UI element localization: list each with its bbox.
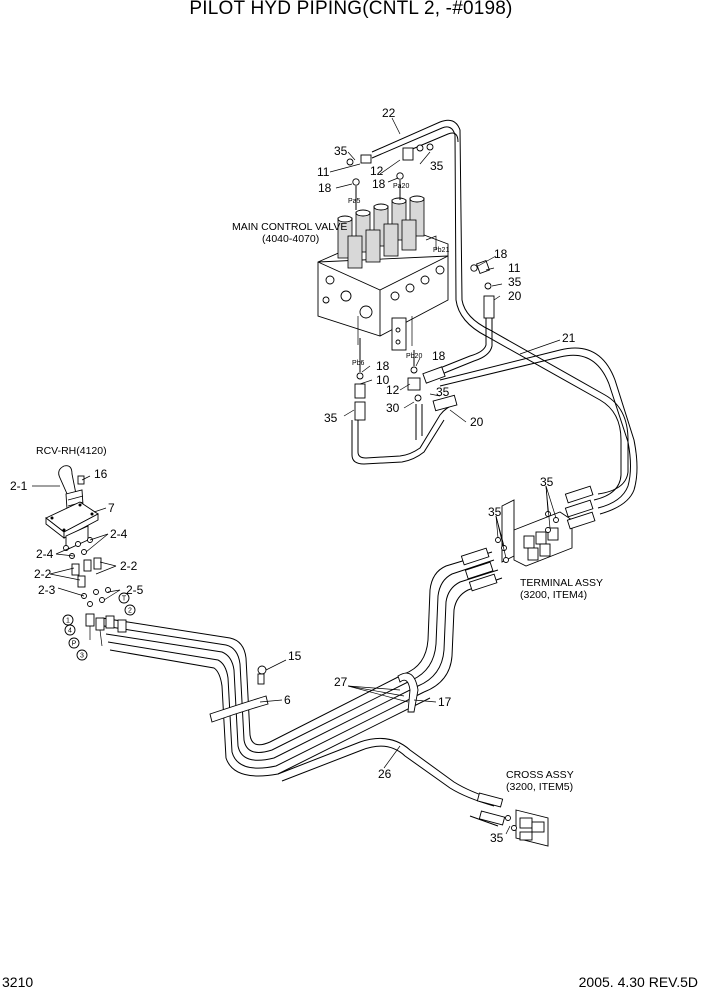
callout-27: 27	[334, 675, 348, 689]
callout-18: 18	[318, 181, 332, 195]
revision-date: 2005. 4.30 REV.5D	[578, 974, 698, 990]
port-4-label: 4	[68, 628, 72, 635]
port-pa5: Pa5	[348, 198, 361, 205]
callout-15: 15	[288, 649, 302, 663]
terminal-assy-label: TERMINAL ASSY	[520, 577, 603, 589]
callout-35: 35	[334, 144, 348, 158]
port-pa20: Pa20	[393, 183, 409, 190]
valve-fittings	[346, 143, 495, 421]
callout-35: 35	[508, 275, 522, 289]
callout-12: 12	[370, 164, 384, 178]
callout-11: 11	[317, 165, 330, 179]
callout-30: 30	[386, 401, 400, 415]
callout-2-2: 2-2	[120, 559, 138, 573]
rcv-port-markers	[62, 592, 136, 661]
callout-2-4: 2-4	[110, 527, 128, 541]
callout-2-1: 2-1	[10, 479, 28, 493]
callout-2-2: 2-2	[34, 567, 52, 581]
callout-2-5: 2-5	[126, 583, 144, 597]
terminal-assy-ref: (3200, ITEM4)	[520, 589, 587, 601]
cross-assy	[476, 792, 549, 847]
port-pb6: Pb6	[352, 360, 365, 367]
port-1-label: 1	[66, 618, 70, 625]
callout-21: 21	[562, 331, 576, 345]
callout-35: 35	[436, 385, 450, 399]
port-2-label: 2	[128, 608, 132, 615]
callout-35: 35	[324, 411, 338, 425]
hose-routes	[101, 119, 638, 827]
callout-18: 18	[494, 247, 508, 261]
port-p-label: P	[72, 641, 77, 648]
callout-35: 35	[430, 159, 444, 173]
pipe-clamps	[209, 665, 419, 723]
callout-20: 20	[470, 415, 484, 429]
callout-18: 18	[376, 359, 390, 373]
callout-22: 22	[382, 106, 396, 120]
callout-17: 17	[438, 695, 452, 709]
callout-35: 35	[488, 505, 502, 519]
callout-2-3: 2-3	[38, 583, 56, 597]
callout-7: 7	[108, 501, 115, 515]
port-pb21: Pb21	[433, 247, 449, 254]
callout-10: 10	[376, 373, 390, 387]
rcv-label: RCV-RH(4120)	[36, 445, 107, 457]
callout-11: 11	[508, 261, 521, 275]
cross-assy-label: CROSS ASSY	[506, 769, 574, 781]
callout-20: 20	[508, 289, 522, 303]
callout-16: 16	[94, 467, 108, 481]
callout-6: 6	[284, 693, 291, 707]
main-control-valve-ref: (4040-4070)	[262, 233, 319, 245]
callout-2-4: 2-4	[36, 547, 54, 561]
main-control-valve-label: MAIN CONTROL VALVE	[232, 221, 347, 233]
callout-12: 12	[386, 383, 400, 397]
callout-26: 26	[378, 767, 392, 781]
rcv-joystick	[45, 465, 99, 551]
port-pb20: Pb20	[406, 353, 422, 360]
page-number: 3210	[2, 974, 34, 990]
leader-lines	[32, 117, 561, 835]
callout-18: 18	[432, 349, 446, 363]
assembly-labels: MAIN CONTROL VALVE (4040-4070) RCV-RH(41…	[36, 221, 603, 793]
callout-35: 35	[540, 475, 554, 489]
callout-18: 18	[372, 177, 386, 191]
rcv-port-marker-text: 1 4 P 3 T 2	[66, 596, 132, 660]
part-callouts: 22 35 11 12 35 18 18 18 11 35 20 21 18 1…	[10, 106, 576, 845]
port-t-label: T	[122, 596, 127, 603]
port-labels: Pa5 Pa20 Pb21 Pb20 Pb6	[348, 183, 449, 367]
page-title: PILOT HYD PIPING(CNTL 2, -#0198)	[189, 0, 513, 19]
callout-35: 35	[490, 831, 504, 845]
cross-assy-ref: (3200, ITEM5)	[506, 781, 573, 793]
port-3-label: 3	[80, 653, 84, 660]
main-control-valve-body	[317, 195, 449, 351]
terminal-assy	[460, 485, 596, 592]
